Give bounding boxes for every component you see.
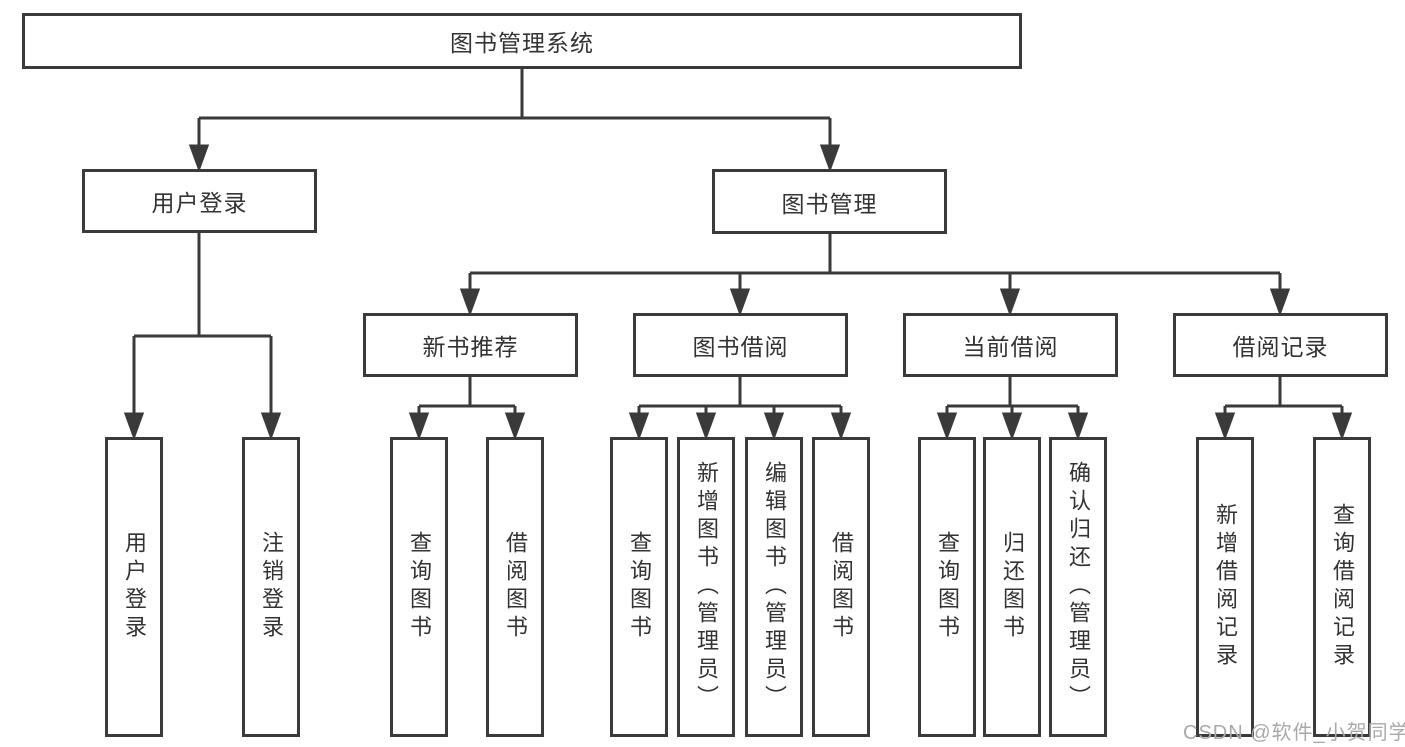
arrow-down-icon — [260, 412, 282, 441]
node-borrow-records: 借阅记录 — [1173, 313, 1388, 377]
leaf-add-borrow-record: 新增借阅记录 — [1196, 437, 1254, 737]
leaf-add-book-admin: 新增图书（管理员） — [677, 437, 735, 737]
leaf-edit-book-admin: 编辑图书（管理员） — [745, 437, 803, 737]
connector-current-borrow — [936, 377, 1089, 441]
connector-user-login — [123, 233, 282, 441]
leaf-query-books-current: 查询图书 — [918, 437, 976, 737]
arrow-down-icon — [830, 412, 852, 441]
node-user-login: 用户登录 — [82, 169, 317, 233]
leaf-query-books-borrow: 查询图书 — [610, 437, 668, 737]
leaf-borrow-books-recommend: 借阅图书 — [486, 437, 544, 737]
arrow-down-icon — [763, 412, 785, 441]
leaf-return-book: 归还图书 — [983, 437, 1041, 737]
arrow-down-icon — [504, 412, 526, 441]
arrow-down-icon — [459, 288, 481, 317]
arrow-down-icon — [729, 288, 751, 317]
leaf-logout: 注销登录 — [242, 437, 300, 737]
leaf-query-books-recommend: 查询图书 — [390, 437, 448, 737]
leaf-query-borrow-record: 查询借阅记录 — [1313, 437, 1371, 737]
arrow-down-icon — [1331, 412, 1353, 441]
arrow-down-icon — [408, 412, 430, 441]
connector-borrow-records — [1214, 377, 1353, 441]
connector-root — [188, 69, 841, 173]
node-book-borrow: 图书借阅 — [633, 313, 848, 377]
node-current-borrow: 当前借阅 — [903, 313, 1118, 377]
arrow-down-icon — [819, 144, 841, 173]
arrow-down-icon — [628, 412, 650, 441]
arrow-down-icon — [999, 288, 1021, 317]
arrow-down-icon — [1269, 288, 1291, 317]
arrow-down-icon — [188, 144, 210, 173]
leaf-confirm-return-admin: 确认归还（管理员） — [1049, 437, 1107, 737]
arrow-down-icon — [936, 412, 958, 441]
csdn-watermark: CSDN @软件_小贺同学 — [1183, 722, 1405, 744]
node-book-management: 图书管理 — [712, 169, 947, 234]
leaf-user-login: 用户登录 — [105, 437, 163, 737]
connector-book-borrow — [628, 377, 852, 441]
arrow-down-icon — [1214, 412, 1236, 441]
node-root: 图书管理系统 — [22, 13, 1022, 69]
leaf-borrow-books: 借阅图书 — [812, 437, 870, 737]
arrow-down-icon — [695, 412, 717, 441]
arrow-down-icon — [1001, 412, 1023, 441]
arrow-down-icon — [123, 412, 145, 441]
connector-new-book-recommend — [408, 377, 526, 441]
arrow-down-icon — [1067, 412, 1089, 441]
node-new-book-recommend: 新书推荐 — [363, 313, 578, 377]
connector-book-management — [459, 234, 1291, 317]
